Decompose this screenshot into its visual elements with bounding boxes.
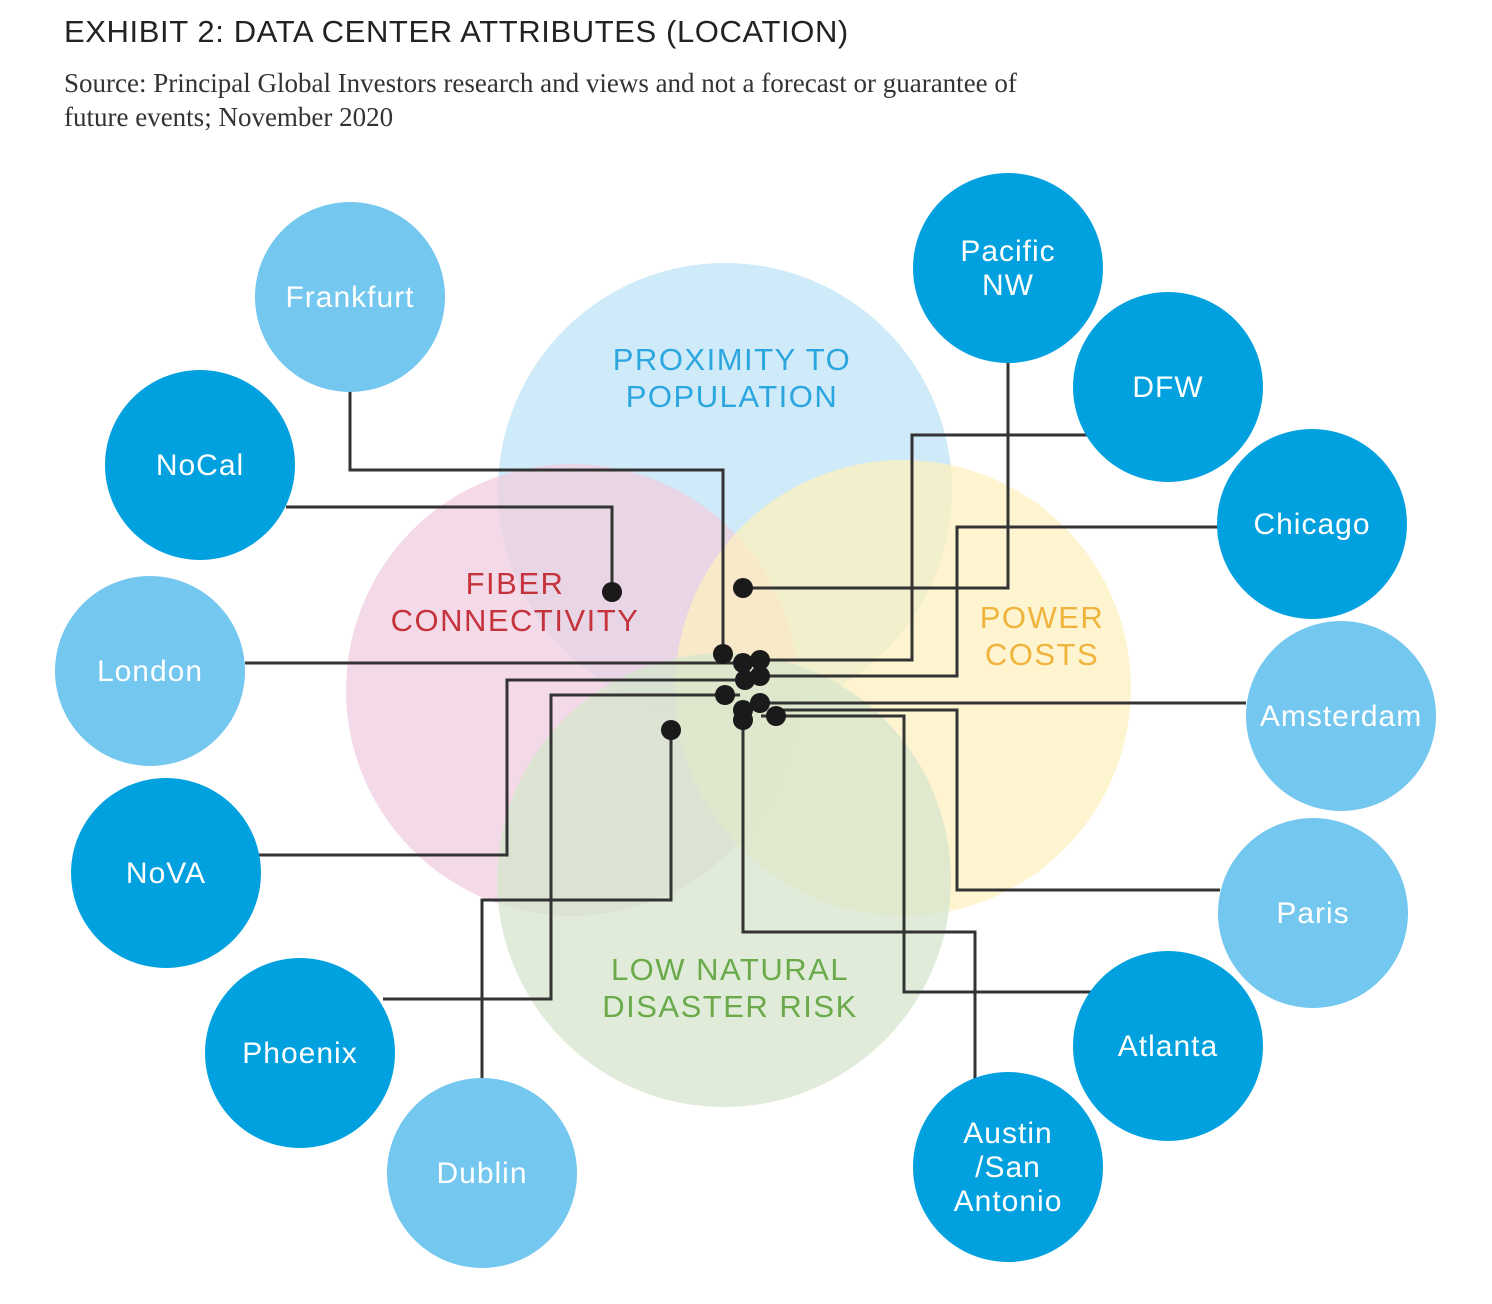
- category-label-line: LOW NATURAL: [611, 952, 849, 987]
- connector-line: [743, 362, 1010, 590]
- city-node-atlanta: Atlanta: [1073, 951, 1263, 1141]
- connector-line: [745, 525, 1218, 678]
- city-node-dublin: Dublin: [387, 1078, 577, 1268]
- city-label: Atlanta: [1118, 1030, 1218, 1063]
- city-label-line: London: [97, 655, 203, 688]
- city-label: NoCal: [156, 449, 244, 482]
- connector-dot: [750, 666, 770, 686]
- city-node-paris: Paris: [1218, 818, 1408, 1008]
- connector-lines: [245, 362, 1246, 1080]
- city-label: DFW: [1132, 371, 1203, 404]
- connector-line: [480, 730, 673, 1078]
- city-circle: [1073, 292, 1263, 482]
- exhibit-title: EXHIBIT 2: DATA CENTER ATTRIBUTES (LOCAT…: [64, 14, 849, 49]
- city-circle: [913, 173, 1103, 363]
- connector-dot: [735, 670, 755, 690]
- category-label-line: POPULATION: [626, 379, 839, 414]
- city-label-line: Austin: [963, 1117, 1052, 1150]
- city-label-line: Chicago: [1253, 508, 1370, 541]
- connector-dot: [766, 706, 786, 726]
- city-circle: [1073, 951, 1263, 1141]
- city-circle: [1246, 621, 1436, 811]
- connector-line: [258, 678, 760, 857]
- city-label: London: [97, 655, 203, 688]
- city-circle: [913, 1072, 1103, 1262]
- city-label: Chicago: [1253, 508, 1370, 541]
- connector-dot: [602, 582, 622, 602]
- city-node-nocal: NoCal: [105, 370, 295, 560]
- city-circle: [71, 778, 261, 968]
- city-node-chicago: Chicago: [1217, 429, 1407, 619]
- city-label-line: Paris: [1276, 897, 1349, 930]
- connector-line: [383, 693, 740, 1001]
- category-label-line: FIBER: [466, 566, 565, 601]
- city-circle: [387, 1078, 577, 1268]
- city-label-line: Amsterdam: [1260, 700, 1422, 733]
- connector-dots: [602, 578, 786, 740]
- city-label-line: /San: [975, 1151, 1041, 1184]
- category-label-line: PROXIMITY TO: [613, 342, 852, 377]
- city-label: Phoenix: [242, 1037, 357, 1070]
- connector-dot: [750, 650, 770, 670]
- connector-line: [348, 390, 725, 654]
- connector-line: [741, 720, 977, 1080]
- city-node-dfw: DFW: [1073, 292, 1263, 482]
- connector-dot: [715, 685, 735, 705]
- connector-dot: [713, 644, 733, 664]
- connector-line: [776, 708, 1220, 892]
- city-label-line: Pacific: [960, 235, 1055, 268]
- city-label: Paris: [1276, 897, 1349, 930]
- connector-line: [760, 433, 1090, 662]
- city-label-line: Dublin: [436, 1157, 527, 1190]
- city-circle: [105, 370, 295, 560]
- connector-dot: [733, 578, 753, 598]
- connector-dot: [661, 720, 681, 740]
- category-label-line: DISASTER RISK: [602, 989, 858, 1024]
- city-node-frankfurt: Frankfurt: [255, 202, 445, 392]
- city-node-amsterdam: Amsterdam: [1246, 621, 1436, 811]
- category-label-line: POWER: [980, 600, 1105, 635]
- city-label: NoVA: [126, 857, 206, 890]
- city-circle: [1217, 429, 1407, 619]
- city-node-nova: NoVA: [71, 778, 261, 968]
- connector-dot: [733, 653, 753, 673]
- city-label-line: NoCal: [156, 449, 244, 482]
- city-label-line: DFW: [1132, 371, 1203, 404]
- connector-dot: [750, 693, 770, 713]
- city-node-phoenix: Phoenix: [205, 958, 395, 1148]
- city-label: Frankfurt: [285, 281, 414, 314]
- category-label-line: CONNECTIVITY: [391, 603, 640, 638]
- city-label: Dublin: [436, 1157, 527, 1190]
- category-circles: [346, 263, 1131, 1107]
- city-circle: [55, 576, 245, 766]
- city-circle: [205, 958, 395, 1148]
- city-label: Amsterdam: [1260, 700, 1422, 733]
- connector-line: [761, 714, 1094, 994]
- connector-line: [286, 505, 614, 592]
- category-circle-disaster: [497, 653, 951, 1107]
- city-label-line: Phoenix: [242, 1037, 357, 1070]
- city-label-line: Antonio: [954, 1185, 1063, 1218]
- connector-dot: [733, 710, 753, 730]
- city-label-line: Atlanta: [1118, 1030, 1218, 1063]
- city-label-line: NoVA: [126, 857, 206, 890]
- city-circle: [1218, 818, 1408, 1008]
- source-note: Source: Principal Global Investors resea…: [64, 68, 1017, 132]
- city-label-line: NW: [982, 269, 1034, 302]
- city-circle: [255, 202, 445, 392]
- city-node-london: London: [55, 576, 245, 766]
- city-label-line: Frankfurt: [285, 281, 414, 314]
- category-label-line: COSTS: [985, 637, 1099, 672]
